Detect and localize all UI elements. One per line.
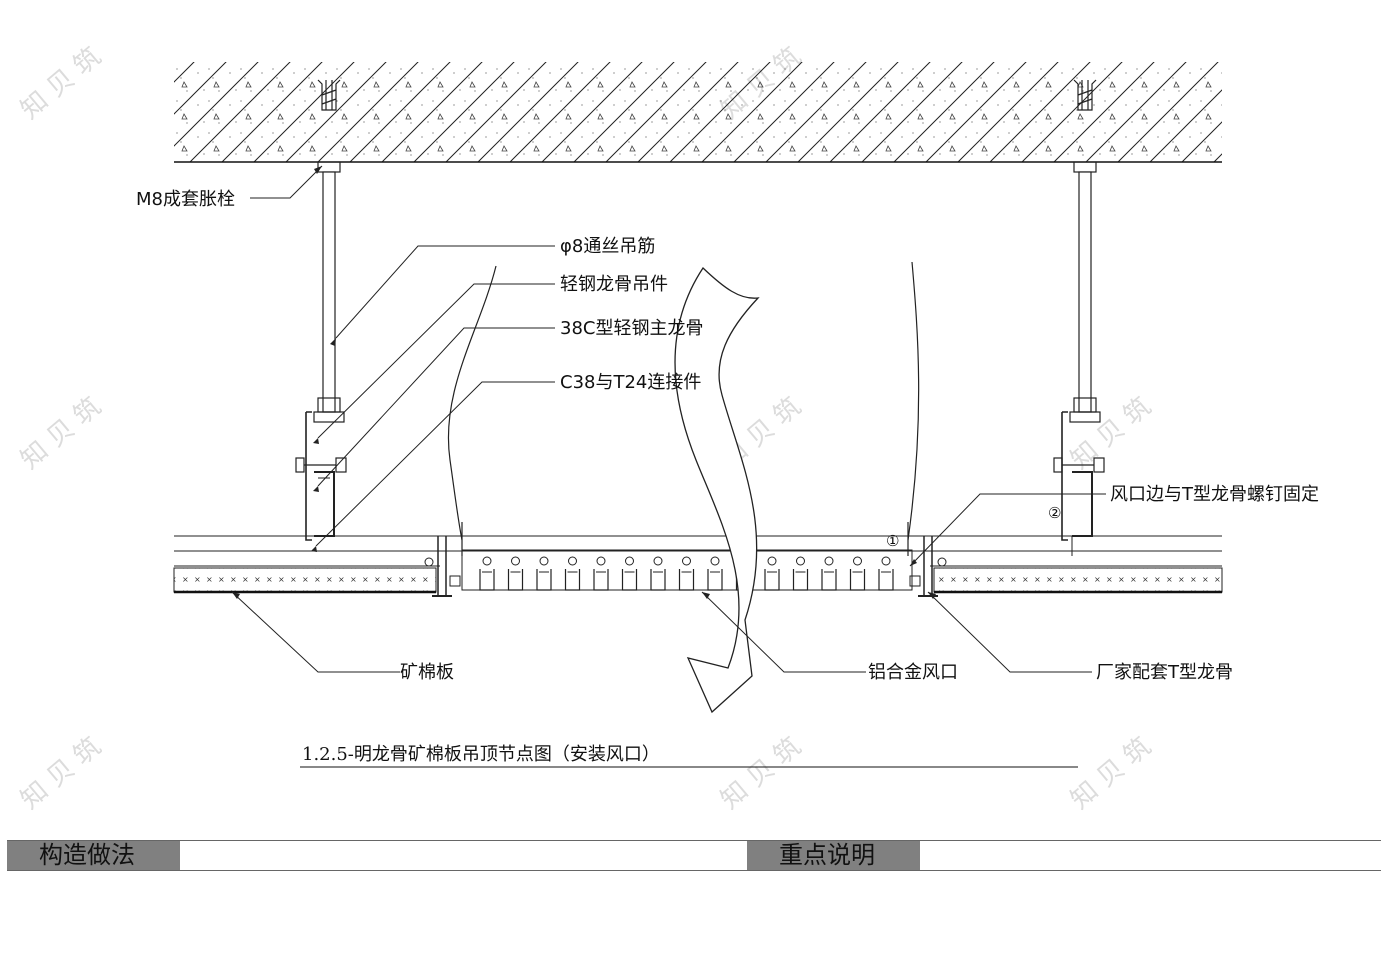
hanger-assembly-left	[295, 79, 347, 541]
tab-key-notes: 重点说明	[747, 841, 920, 870]
footer-bar-right: 重点说明	[747, 840, 1381, 871]
flex-duct-right-curve	[907, 261, 920, 541]
airflow-arrow	[674, 266, 760, 714]
tab-construction-method: 构造做法	[7, 841, 180, 870]
label-anchor-bolt: M8成套胀栓	[136, 189, 235, 210]
threaded-rod-right	[1078, 171, 1092, 413]
watermark-text: 知 贝 筑	[715, 732, 807, 816]
label-hanger: 轻钢龙骨吊件	[560, 274, 668, 295]
hanger-plate-left	[305, 411, 312, 541]
label-main-keel: 38C型轻钢主龙骨	[560, 318, 703, 339]
flex-duct-left-curve	[447, 265, 497, 541]
vent-blade	[536, 556, 552, 591]
vent-blade	[878, 556, 894, 591]
aluminum-vent	[461, 522, 913, 591]
rod-washer-left	[313, 411, 345, 423]
vent-blade	[479, 556, 495, 591]
marker-one: ①	[886, 532, 899, 550]
mineral-board-right	[933, 567, 1223, 593]
vent-blade	[792, 556, 809, 591]
label-alu-vent: 铝合金风口	[868, 662, 958, 683]
watermark-text: 知 贝 筑	[15, 732, 107, 816]
vent-blade	[707, 556, 723, 591]
label-t-keel: 厂家配套T型龙骨	[1096, 662, 1233, 683]
hanger-bolt-left	[295, 457, 305, 473]
vent-blades	[479, 556, 894, 591]
leader-lines	[231, 165, 1106, 673]
main-keel-c38-right	[1072, 471, 1093, 537]
vent-blade	[507, 556, 524, 591]
rod-washer-right	[1069, 411, 1101, 423]
hanger-plate-right	[1061, 411, 1068, 541]
label-vent-screw: 风口边与T型龙骨螺钉固定	[1110, 484, 1319, 505]
threaded-rod-left	[322, 171, 336, 413]
vent-blade	[764, 556, 780, 591]
vent-blade	[621, 556, 638, 591]
watermark-text: 知 贝 筑	[1065, 732, 1157, 816]
expansion-bolt-right	[1073, 79, 1097, 111]
hanger-bolt-left-r	[1053, 457, 1063, 473]
vent-frame	[461, 549, 913, 591]
main-keel-c38-left	[314, 471, 335, 537]
t-keel-left	[424, 536, 461, 597]
mineral-board-left	[173, 567, 437, 593]
ceiling-grid	[174, 535, 1222, 567]
drawing-title: 1.2.5-明龙骨矿棉板吊顶节点图（安装风口）	[302, 744, 660, 765]
watermark-text: 知 贝 筑	[15, 42, 107, 126]
vent-blade	[678, 556, 695, 591]
expansion-bolt-left	[317, 79, 341, 111]
marker-two: ②	[1048, 504, 1061, 522]
hanger-assembly-right	[1053, 79, 1105, 556]
bolt-nut-right	[1073, 161, 1097, 173]
vent-blade	[593, 556, 609, 591]
label-connector: C38与T24连接件	[560, 372, 701, 393]
concrete-slab	[174, 62, 1222, 162]
vent-blade	[650, 556, 666, 591]
vent-blade	[821, 556, 837, 591]
footer-bar-left: 构造做法	[7, 840, 747, 871]
label-mineral-board: 矿棉板	[400, 662, 454, 683]
label-threaded-rod: φ8通丝吊筋	[560, 236, 655, 257]
vent-blade	[849, 556, 866, 591]
vent-blade	[564, 556, 581, 591]
watermark-text: 知 贝 筑	[15, 392, 107, 476]
leader-arrowheads	[232, 166, 936, 599]
